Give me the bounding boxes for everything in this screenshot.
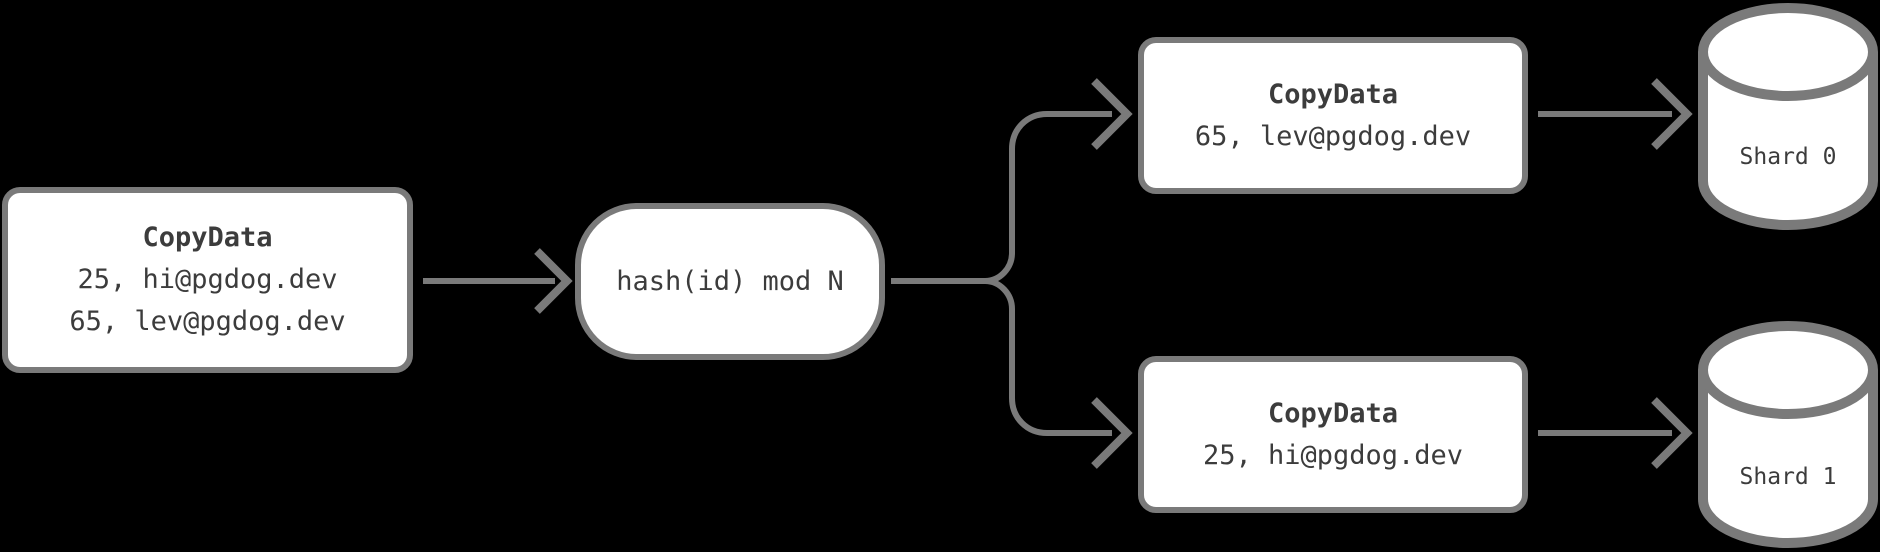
node-row: 25, hi@pgdog.dev: [77, 264, 338, 295]
arrowhead-icon: [1651, 78, 1693, 150]
fork-branch-bottom: [984, 278, 1112, 436]
node-title: CopyData: [1267, 397, 1399, 429]
arrow-copy-to-shard1: [1538, 397, 1693, 469]
arrow-source-to-hash: [423, 248, 573, 314]
node-row: 65, lev@pgdog.dev: [1194, 120, 1472, 152]
shard0-database-icon: [1698, 3, 1878, 230]
node-row: 25, hi@pgdog.dev: [1202, 439, 1464, 471]
node-title: CopyData: [1267, 78, 1399, 110]
node-title: CopyData: [142, 222, 273, 253]
shard0-label: Shard 0: [1739, 144, 1837, 170]
source-copydata-node: CopyData 25, hi@pgdog.dev 65, lev@pgdog.…: [2, 187, 413, 373]
arrowhead-icon: [1091, 397, 1133, 469]
shard0-copydata-node: CopyData 65, lev@pgdog.dev: [1138, 37, 1528, 194]
hash-function-node: hash(id) mod N: [575, 203, 885, 360]
fork-branch-top: [984, 111, 1112, 284]
node-label: hash(id) mod N: [616, 265, 844, 297]
arrowhead-icon: [534, 248, 573, 314]
fork-hash-to-copies: [891, 78, 1133, 469]
shard1-label: Shard 1: [1739, 464, 1837, 490]
shard1-copydata-node: CopyData 25, hi@pgdog.dev: [1138, 356, 1528, 513]
node-row: 65, lev@pgdog.dev: [69, 306, 346, 337]
arrowhead-icon: [1651, 397, 1693, 469]
arrow-copy-to-shard0: [1538, 78, 1693, 150]
arrowhead-icon: [1091, 78, 1133, 150]
shard1-database-icon: [1698, 321, 1878, 548]
